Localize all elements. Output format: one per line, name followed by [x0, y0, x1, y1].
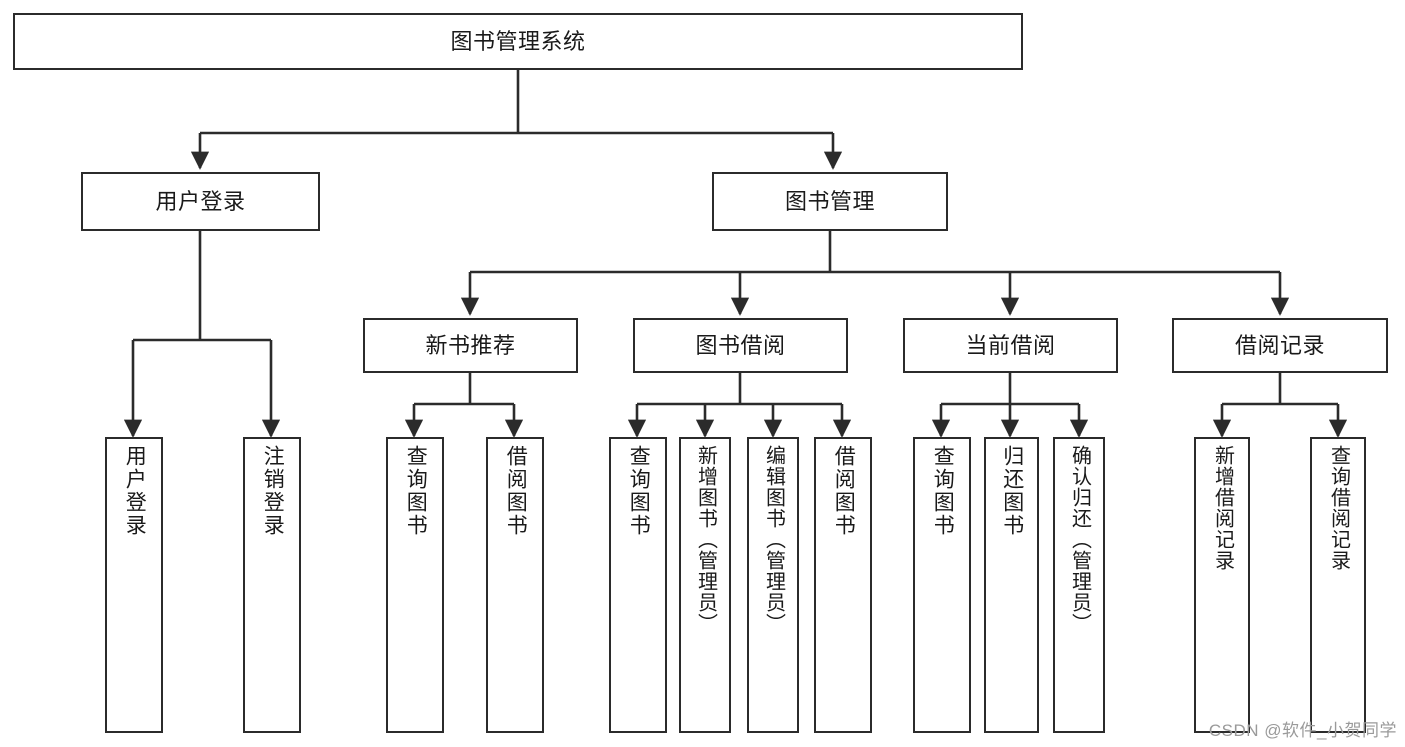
node-label: 借阅图书 — [504, 445, 528, 537]
leaf-record-query-record[interactable]: 查询借阅记录 — [1310, 437, 1366, 733]
node-label: 图书管理系统 — [450, 28, 586, 54]
leaf-current-return-book[interactable]: 归还图书 — [984, 437, 1039, 733]
leaf-current-query-book[interactable]: 查询图书 — [913, 437, 971, 733]
leaf-borrow-query-book[interactable]: 查询图书 — [609, 437, 667, 733]
node-new-book-recommend[interactable]: 新书推荐 — [363, 318, 578, 373]
node-label: 新增借阅记录 — [1211, 445, 1234, 571]
leaf-user-login-signout[interactable]: 注销登录 — [243, 437, 301, 733]
node-label: 用户登录 — [155, 188, 246, 214]
node-current-borrow[interactable]: 当前借阅 — [903, 318, 1118, 373]
node-label: 查询图书 — [404, 445, 428, 537]
node-label: 借阅图书 — [832, 445, 856, 537]
node-book-borrow[interactable]: 图书借阅 — [633, 318, 848, 373]
node-label: 查询借阅记录 — [1327, 445, 1350, 571]
node-label: 归还图书 — [1000, 445, 1024, 537]
node-user-login[interactable]: 用户登录 — [81, 172, 320, 231]
node-label: 借阅记录 — [1234, 332, 1325, 358]
node-label: 新增图书（管理员） — [694, 445, 717, 634]
node-label: 新书推荐 — [425, 332, 516, 358]
node-label: 编辑图书（管理员） — [762, 445, 785, 634]
node-label: 注销登录 — [261, 445, 285, 537]
node-borrow-record[interactable]: 借阅记录 — [1172, 318, 1388, 373]
leaf-current-confirm-return-admin[interactable]: 确认归还（管理员） — [1053, 437, 1105, 733]
node-label: 确认归还（管理员） — [1068, 445, 1091, 634]
node-root-system[interactable]: 图书管理系统 — [13, 13, 1023, 70]
leaf-borrow-edit-book-admin[interactable]: 编辑图书（管理员） — [747, 437, 799, 733]
node-book-management[interactable]: 图书管理 — [712, 172, 948, 231]
node-label: 用户登录 — [123, 445, 147, 537]
leaf-user-login-signin[interactable]: 用户登录 — [105, 437, 163, 733]
leaf-record-add-record[interactable]: 新增借阅记录 — [1194, 437, 1250, 733]
node-label: 查询图书 — [627, 445, 651, 537]
watermark-text: CSDN @软件_小贺同学 — [1208, 721, 1397, 740]
node-label: 图书借阅 — [695, 332, 786, 358]
node-label: 查询图书 — [931, 445, 955, 537]
node-label: 图书管理 — [784, 188, 875, 214]
leaf-recommend-query-book[interactable]: 查询图书 — [386, 437, 444, 733]
leaf-borrow-add-book-admin[interactable]: 新增图书（管理员） — [679, 437, 731, 733]
leaf-borrow-borrow-book[interactable]: 借阅图书 — [814, 437, 872, 733]
leaf-recommend-borrow-book[interactable]: 借阅图书 — [486, 437, 544, 733]
node-label: 当前借阅 — [965, 332, 1056, 358]
